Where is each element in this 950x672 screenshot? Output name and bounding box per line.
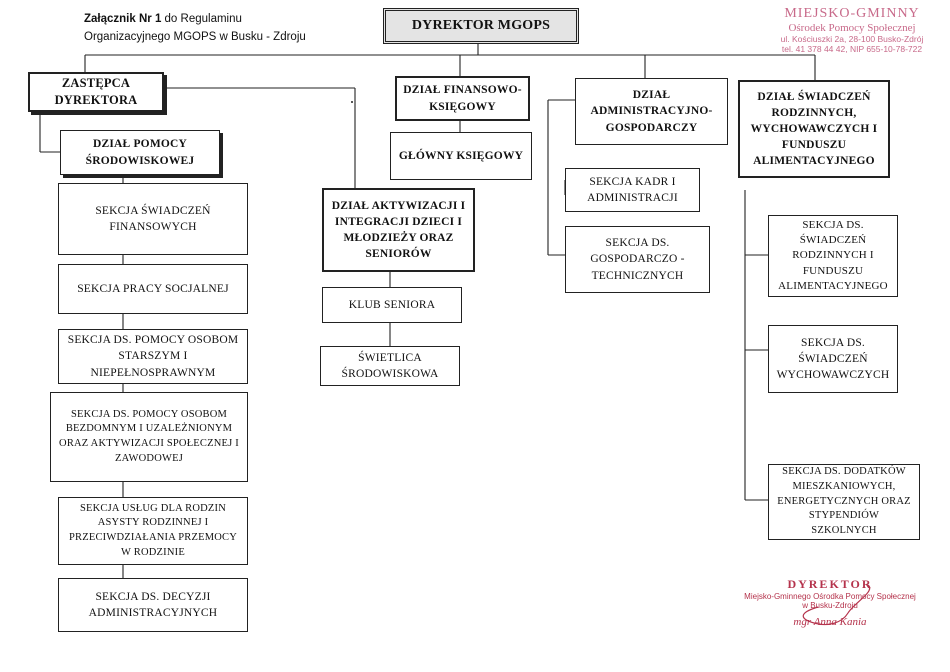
official-stamp: MIEJSKO-GMINNY Ośrodek Pomocy Społecznej… xyxy=(762,6,942,54)
section-label: SEKCJA USŁUG DLA RODZIN ASYSTY RODZINNEJ… xyxy=(68,502,238,558)
attachment-note: Załącznik Nr 1 do Regulaminu Organizacyj… xyxy=(84,11,306,47)
director-signature: DYREKTOR Miejsko-Gminnego Ośrodka Pomocy… xyxy=(740,577,920,628)
signature-title: DYREKTOR xyxy=(787,577,873,591)
section-label: SEKCJA DS. ŚWIADCZEŃ RODZINNYCH I FUNDUS… xyxy=(778,218,888,293)
attachment-subtitle: Organizacyjnego MGOPS w Busku - Zdroju xyxy=(84,30,306,43)
dept-activation-box: DZIAŁ AKTYWIZACJI I INTEGRACJI DZIECI I … xyxy=(322,188,475,272)
unit-label: KLUB SENIORA xyxy=(348,298,436,311)
unit-label: ŚWIETLICA ŚRODOWISKOWA xyxy=(341,351,439,380)
stamp-line-3: ul. Kościuszki 2a, 28-100 Busko-Zdrój xyxy=(780,34,924,44)
stamp-line-1: MIEJSKO-GMINNY xyxy=(784,6,920,21)
section-label: SEKCJA DS. DODATKÓW MIESZKANIOWYCH, ENER… xyxy=(777,466,911,537)
section-label: SEKCJA DS. POMOCY OSOBOM BEZDOMNYM I UZA… xyxy=(59,408,239,464)
attachment-title: Załącznik Nr 1 xyxy=(84,13,162,25)
deputy-director-label: ZASTĘPCA DYREKTORA xyxy=(54,75,138,108)
stamp-line-2: Ośrodek Pomocy Społecznej xyxy=(788,22,916,34)
signature-scribble-icon xyxy=(802,584,871,626)
dept-benefits-box: DZIAŁ ŚWIADCZEŃ RODZINNYCH, WYCHOWAWCZYC… xyxy=(738,80,890,178)
chief-accountant-box: GŁÓWNY KSIĘGOWY xyxy=(390,132,532,180)
section-family-services: SEKCJA USŁUG DLA RODZIN ASYSTY RODZINNEJ… xyxy=(58,497,248,565)
dept-activation-label: DZIAŁ AKTYWIZACJI I INTEGRACJI DZIECI I … xyxy=(331,199,466,261)
signature-line-1: Miejsko-Gminnego Ośrodka Pomocy Społeczn… xyxy=(744,592,916,601)
section-label: SEKCJA DS. GOSPODARCZO - TECHNICZNYCH xyxy=(590,237,685,282)
section-label: SEKCJA PRACY SOCJALNEJ xyxy=(77,282,229,295)
section-elderly-disabled: SEKCJA DS. POMOCY OSOBOM STARSZYM I NIEP… xyxy=(58,329,248,384)
dept-admin-label: DZIAŁ ADMINISTRACYJNO-GOSPODARCZY xyxy=(590,89,713,134)
section-social-work: SEKCJA PRACY SOCJALNEJ xyxy=(58,264,248,314)
unit-community-center: ŚWIETLICA ŚRODOWISKOWA xyxy=(320,346,460,386)
chief-accountant-label: GŁÓWNY KSIĘGOWY xyxy=(398,149,524,162)
section-family-benefits-alimony: SEKCJA DS. ŚWIADCZEŃ RODZINNYCH I FUNDUS… xyxy=(768,215,898,297)
section-financial-benefits: SEKCJA ŚWIADCZEŃ FINANSOWYCH xyxy=(58,183,248,255)
signature-name: mgr Anna Kania xyxy=(793,616,867,628)
section-housing-allowances: SEKCJA DS. DODATKÓW MIESZKANIOWYCH, ENER… xyxy=(768,464,920,540)
dept-social-assistance-label: DZIAŁ POMOCY ŚRODOWISKOWEJ xyxy=(85,138,195,167)
section-technical-economic: SEKCJA DS. GOSPODARCZO - TECHNICZNYCH xyxy=(565,226,710,293)
director-label: DYREKTOR MGOPS xyxy=(411,18,551,34)
dept-social-assistance-box: DZIAŁ POMOCY ŚRODOWISKOWEJ xyxy=(60,130,220,175)
section-homeless-addicted: SEKCJA DS. POMOCY OSOBOM BEZDOMNYM I UZA… xyxy=(50,392,248,482)
section-educational-benefits: SEKCJA DS. ŚWIADCZEŃ WYCHOWAWCZYCH xyxy=(768,325,898,393)
section-hr-administration: SEKCJA KADR I ADMINISTRACJI xyxy=(565,168,700,212)
section-label: SEKCJA DS. POMOCY OSOBOM STARSZYM I NIEP… xyxy=(67,334,239,379)
section-label: SEKCJA ŚWIADCZEŃ FINANSOWYCH xyxy=(95,204,211,233)
section-label: SEKCJA KADR I ADMINISTRACJI xyxy=(587,175,678,204)
dept-finance-box: DZIAŁ FINANSOWO-KSIĘGOWY xyxy=(395,76,530,121)
attachment-title-rest: do Regulaminu xyxy=(161,13,242,25)
deputy-director-box: ZASTĘPCA DYREKTORA xyxy=(28,72,164,112)
dept-admin-box: DZIAŁ ADMINISTRACYJNO-GOSPODARCZY xyxy=(575,78,728,145)
director-box: DYREKTOR MGOPS xyxy=(383,8,579,44)
stamp-line-4: tel. 41 378 44 42, NIP 655-10-78-722 xyxy=(781,44,923,54)
section-label: SEKCJA DS. ŚWIADCZEŃ WYCHOWAWCZYCH xyxy=(776,336,890,382)
dept-benefits-label: DZIAŁ ŚWIADCZEŃ RODZINNYCH, WYCHOWAWCZYC… xyxy=(750,90,878,168)
signature-line-2: w Busku-Zdroju xyxy=(802,601,858,610)
unit-senior-club: KLUB SENIORA xyxy=(322,287,462,323)
dept-finance-label: DZIAŁ FINANSOWO-KSIĘGOWY xyxy=(403,84,522,113)
section-administrative-decisions: SEKCJA DS. DECYZJI ADMINISTRACYJNYCH xyxy=(58,578,248,632)
section-label: SEKCJA DS. DECYZJI ADMINISTRACYJNYCH xyxy=(88,590,218,619)
